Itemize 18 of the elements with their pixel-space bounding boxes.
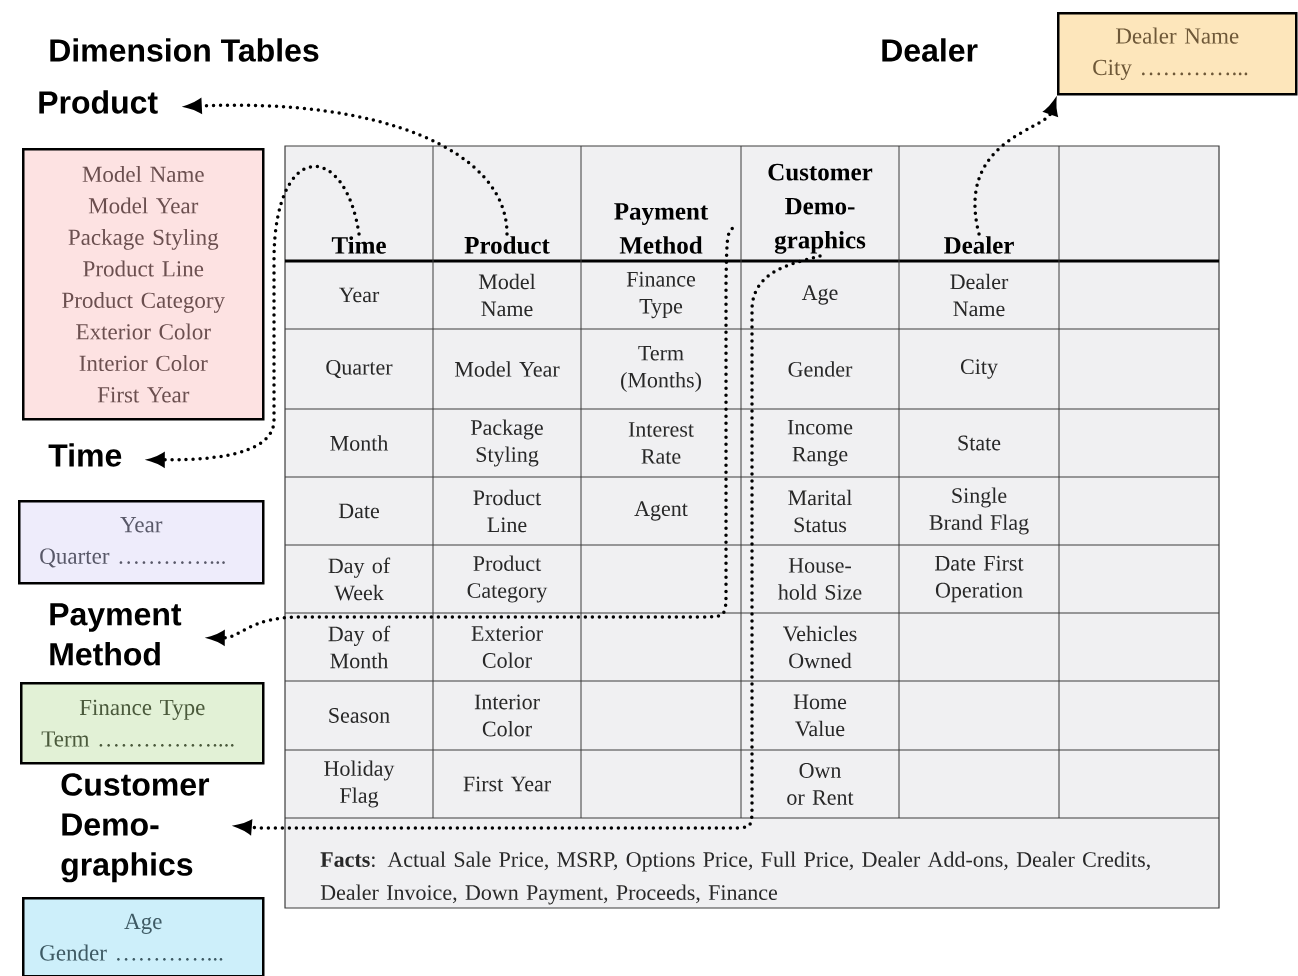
attribute-box: Dealer Name City …………... [1057, 12, 1298, 96]
column-header: Customer Demo- graphics [768, 163, 873, 254]
column-header: Dealer [944, 236, 1014, 254]
section-heading: Customer Demo- graphics [61, 773, 210, 883]
table-text: Single Brand Flag [929, 487, 1029, 535]
section-heading: Dealer [882, 38, 978, 62]
facts-text: Facts: Actual Sale Price, MSRP, Options Price, Full Price, Dealer Add-ons, Dealer Credits, Dealer Invoice, Down Payment, Proceeds, Finance [320, 851, 1150, 905]
section-heading: Dimension Tables [50, 38, 319, 62]
section-heading: Time [48, 443, 122, 467]
attribute-box: Year Quarter …………... [18, 500, 265, 585]
table-text: Date First Operation [935, 555, 1024, 603]
table-text: State [958, 435, 1001, 451]
section-heading: Payment Method [50, 603, 182, 666]
attribute-box: Age Gender …………... [22, 897, 265, 976]
table-text: Dealer Name [950, 273, 1009, 317]
section-heading: Product [39, 90, 158, 114]
attribute-box: Finance Type Term …………….... [20, 682, 265, 765]
table-text: City [960, 359, 998, 379]
